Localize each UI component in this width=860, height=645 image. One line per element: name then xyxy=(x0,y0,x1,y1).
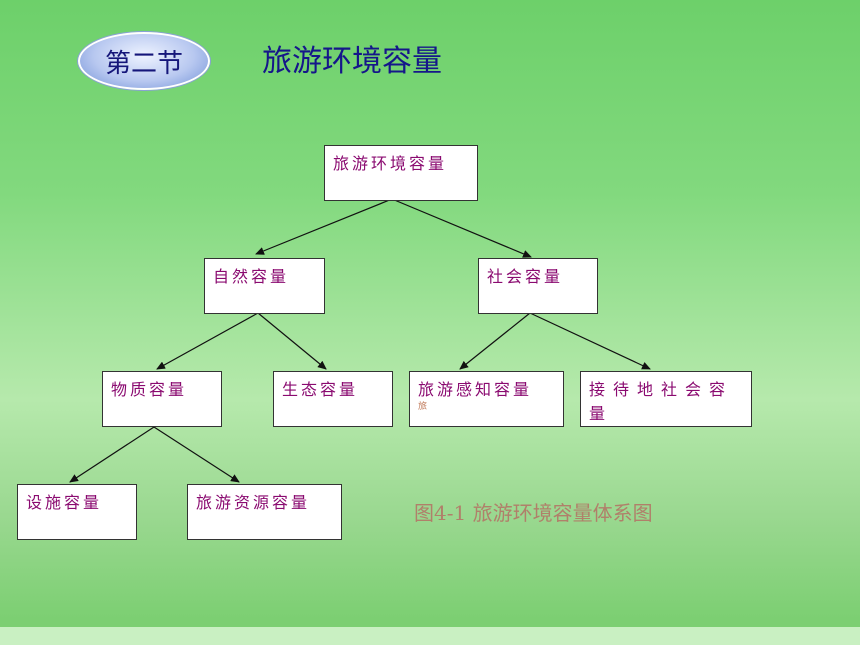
node-label: 物质容量 xyxy=(111,380,188,399)
footer-band xyxy=(0,627,860,645)
node-label: 旅游环境容量 xyxy=(333,154,448,173)
node-social-capacity: 社会容量 xyxy=(478,258,598,314)
edge-social-perception xyxy=(459,312,531,370)
node-note: 旅 xyxy=(418,402,428,412)
node-host-social-capacity: 接待地社会容量 xyxy=(580,371,752,427)
edge-social-host xyxy=(529,312,651,370)
section-badge: 第二节 xyxy=(78,32,210,90)
node-resource-capacity: 旅游资源容量 xyxy=(187,484,342,540)
node-perception-capacity: 旅游感知容量 旅 xyxy=(409,371,564,427)
edge-root-natural xyxy=(255,198,393,255)
figure-caption: 图4-1 旅游环境容量体系图 xyxy=(414,501,653,525)
edge-root-social xyxy=(391,198,532,258)
edge-material-resource xyxy=(153,426,240,483)
node-label: 旅游感知容量 xyxy=(418,380,533,399)
node-natural-capacity: 自然容量 xyxy=(204,258,325,314)
edge-material-facility xyxy=(69,426,155,483)
section-label: 第二节 xyxy=(104,48,183,79)
node-label: 接待地社会容量 xyxy=(589,380,734,423)
page-title: 旅游环境容量 xyxy=(262,44,442,79)
node-tourism-environment-capacity: 旅游环境容量 xyxy=(324,145,478,201)
edge-natural-ecological xyxy=(257,312,327,370)
node-facility-capacity: 设施容量 xyxy=(17,484,137,540)
node-ecological-capacity: 生态容量 xyxy=(273,371,393,427)
node-label: 旅游资源容量 xyxy=(196,493,311,512)
node-material-capacity: 物质容量 xyxy=(102,371,222,427)
node-label: 设施容量 xyxy=(26,493,103,512)
edge-natural-material xyxy=(156,312,259,370)
node-label: 社会容量 xyxy=(487,267,564,286)
node-label: 自然容量 xyxy=(213,267,290,286)
node-label: 生态容量 xyxy=(282,380,359,399)
